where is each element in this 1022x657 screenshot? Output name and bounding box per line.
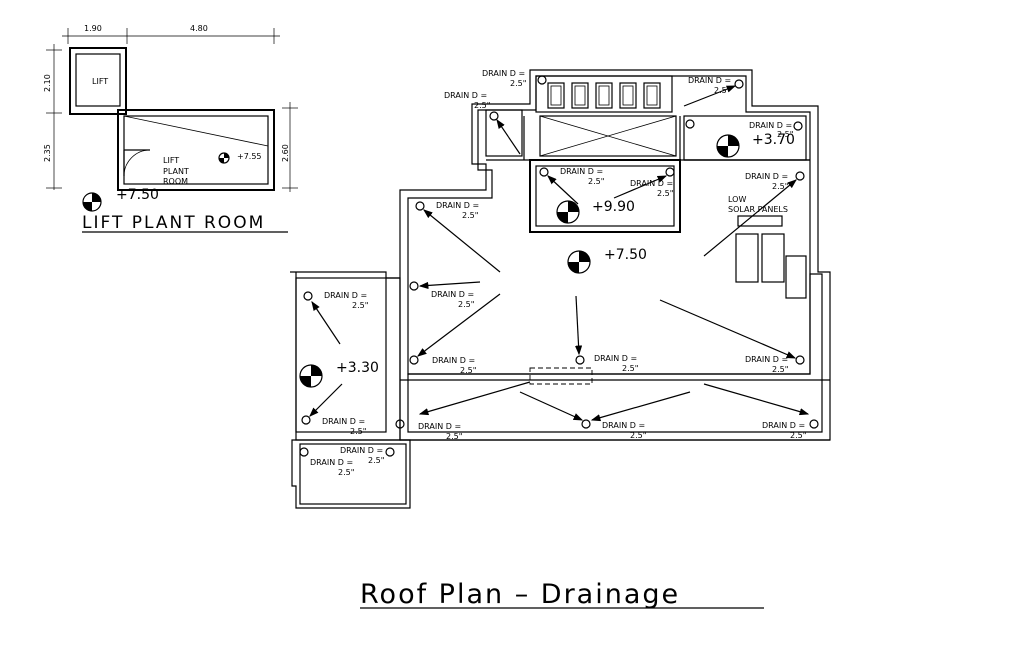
drain-size: 2.5" bbox=[338, 468, 354, 477]
drain-size: 2.5" bbox=[352, 301, 368, 310]
skylight-panels bbox=[547, 82, 661, 109]
solar-panels bbox=[735, 215, 807, 299]
drain-size: 2.5" bbox=[462, 211, 478, 220]
drain-size: 2.5" bbox=[474, 101, 490, 110]
flow-arrows bbox=[309, 85, 810, 422]
drain-points bbox=[299, 75, 819, 457]
drain-size: 2.5" bbox=[446, 432, 462, 441]
level-marker-icon bbox=[299, 364, 323, 388]
drain-label: DRAIN D = bbox=[444, 91, 487, 100]
level-inside: +7.55 bbox=[237, 152, 262, 161]
drain-size: 2.5" bbox=[630, 431, 646, 440]
drain-size: 2.5" bbox=[657, 189, 673, 198]
drain-label: DRAIN D = bbox=[310, 458, 353, 467]
dim-left-1: 2.10 bbox=[43, 74, 52, 92]
drain-label: DRAIN D = bbox=[340, 446, 383, 455]
roof-plan-main bbox=[290, 69, 831, 509]
level-main: +7.50 bbox=[604, 247, 647, 263]
drain-label: DRAIN D = bbox=[418, 422, 461, 431]
drain-size: 2.5" bbox=[777, 130, 793, 139]
drain-size: 2.5" bbox=[772, 365, 788, 374]
level-marker-icon bbox=[82, 192, 102, 212]
drain-label: DRAIN D = bbox=[762, 421, 805, 430]
drain-label: DRAIN D = bbox=[560, 167, 603, 176]
room-label-3: ROOM bbox=[163, 177, 188, 186]
drain-label: DRAIN D = bbox=[432, 356, 475, 365]
drain-label: DRAIN D = bbox=[594, 354, 637, 363]
drain-size: 2.5" bbox=[790, 431, 806, 440]
drain-size: 2.5" bbox=[458, 300, 474, 309]
drain-size: 2.5" bbox=[714, 86, 730, 95]
dim-top-1: 1.90 bbox=[84, 24, 102, 33]
drain-size: 2.5" bbox=[588, 177, 604, 186]
level-marker-icon bbox=[716, 134, 740, 158]
drain-size: 2.5" bbox=[368, 456, 384, 465]
drain-label: DRAIN D = bbox=[745, 355, 788, 364]
drain-label: DRAIN D = bbox=[482, 69, 525, 78]
level-marker-icon bbox=[567, 250, 591, 274]
drain-size: 2.5" bbox=[772, 182, 788, 191]
solar-label-2: SOLAR PANELS bbox=[728, 205, 788, 214]
drain-labels: DRAIN D = 2.5" DRAIN D = 2.5" DRAIN D = … bbox=[310, 69, 806, 477]
drain-size: 2.5" bbox=[622, 364, 638, 373]
lift-label: LIFT bbox=[92, 77, 108, 86]
drain-label: DRAIN D = bbox=[745, 172, 788, 181]
drain-size: 2.5" bbox=[350, 427, 366, 436]
drain-label: DRAIN D = bbox=[688, 76, 731, 85]
drain-size: 2.5" bbox=[460, 366, 476, 375]
drain-label: DRAIN D = bbox=[602, 421, 645, 430]
dim-top-2: 4.80 bbox=[190, 24, 208, 33]
drain-label: DRAIN D = bbox=[324, 291, 367, 300]
level-outside: +7.50 bbox=[116, 187, 159, 203]
level-left: +3.30 bbox=[336, 360, 379, 376]
room-label-2: PLANT bbox=[163, 167, 189, 176]
level-upper: +9.90 bbox=[592, 199, 635, 215]
dim-left-2: 2.35 bbox=[43, 144, 52, 162]
level-right: +3.70 bbox=[752, 132, 795, 148]
solar-label-1: LOW bbox=[728, 195, 746, 204]
drain-label: DRAIN D = bbox=[436, 201, 479, 210]
drain-label: DRAIN D = bbox=[749, 121, 792, 130]
drain-size: 2.5" bbox=[510, 79, 526, 88]
level-marker-icon bbox=[218, 152, 230, 164]
inset-title: LIFT PLANT ROOM bbox=[82, 213, 265, 233]
plan-title: Roof Plan – Drainage bbox=[360, 579, 680, 610]
dim-right: 2.60 bbox=[281, 144, 290, 162]
drain-label: DRAIN D = bbox=[630, 179, 673, 188]
drain-label: DRAIN D = bbox=[431, 290, 474, 299]
lift-plant-room-inset: 1.90 4.80 2.10 2.35 2.60 LIFT LIFT PLANT… bbox=[43, 24, 298, 233]
level-marker-icon bbox=[556, 200, 580, 224]
room-label-1: LIFT bbox=[163, 156, 179, 165]
drain-label: DRAIN D = bbox=[322, 417, 365, 426]
